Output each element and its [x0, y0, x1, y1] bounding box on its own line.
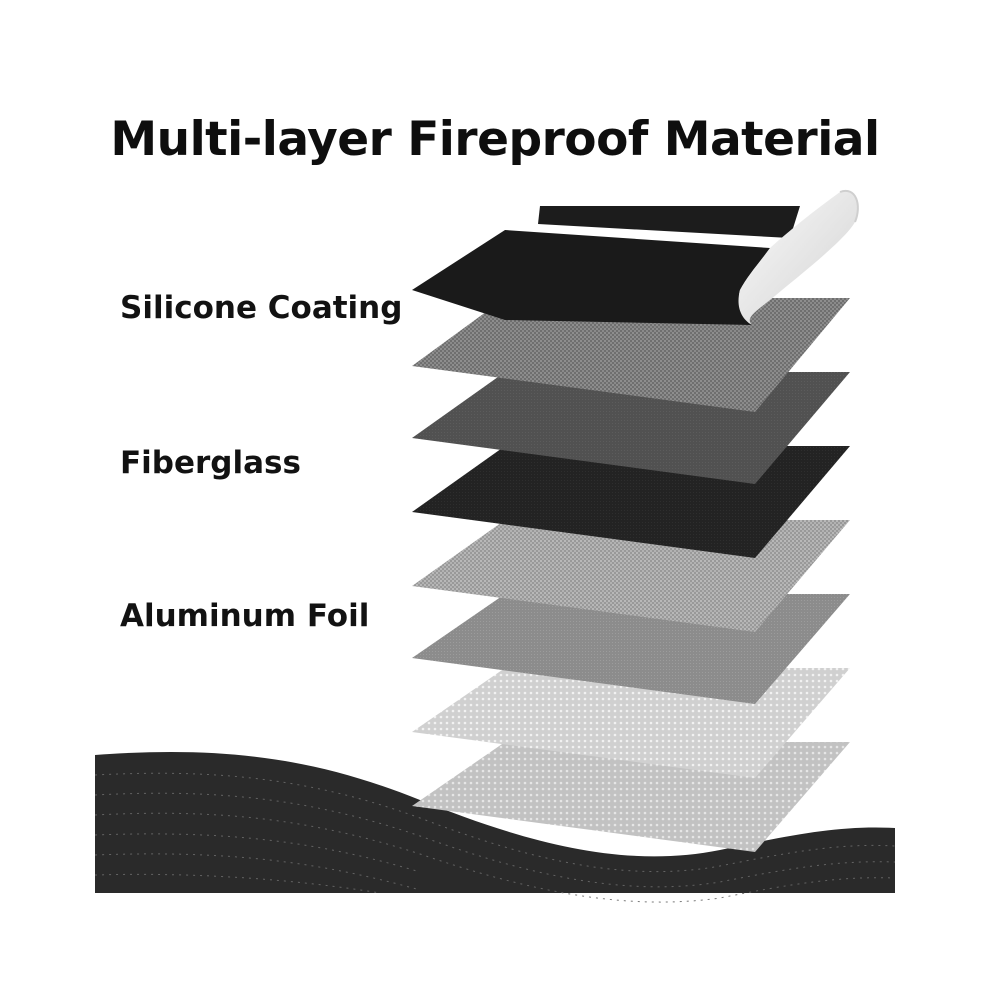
- label-aluminum-foil: Aluminum Foil: [120, 598, 370, 634]
- label-silicone-coating: Silicone Coating: [120, 290, 403, 326]
- page-title: Multi-layer Fireproof Material: [110, 112, 880, 167]
- layer-fiberglass-2: [412, 298, 850, 412]
- wave-background: [94, 752, 896, 903]
- layer-silicone-coating: [412, 189, 859, 325]
- label-fiberglass: Fiberglass: [120, 445, 301, 481]
